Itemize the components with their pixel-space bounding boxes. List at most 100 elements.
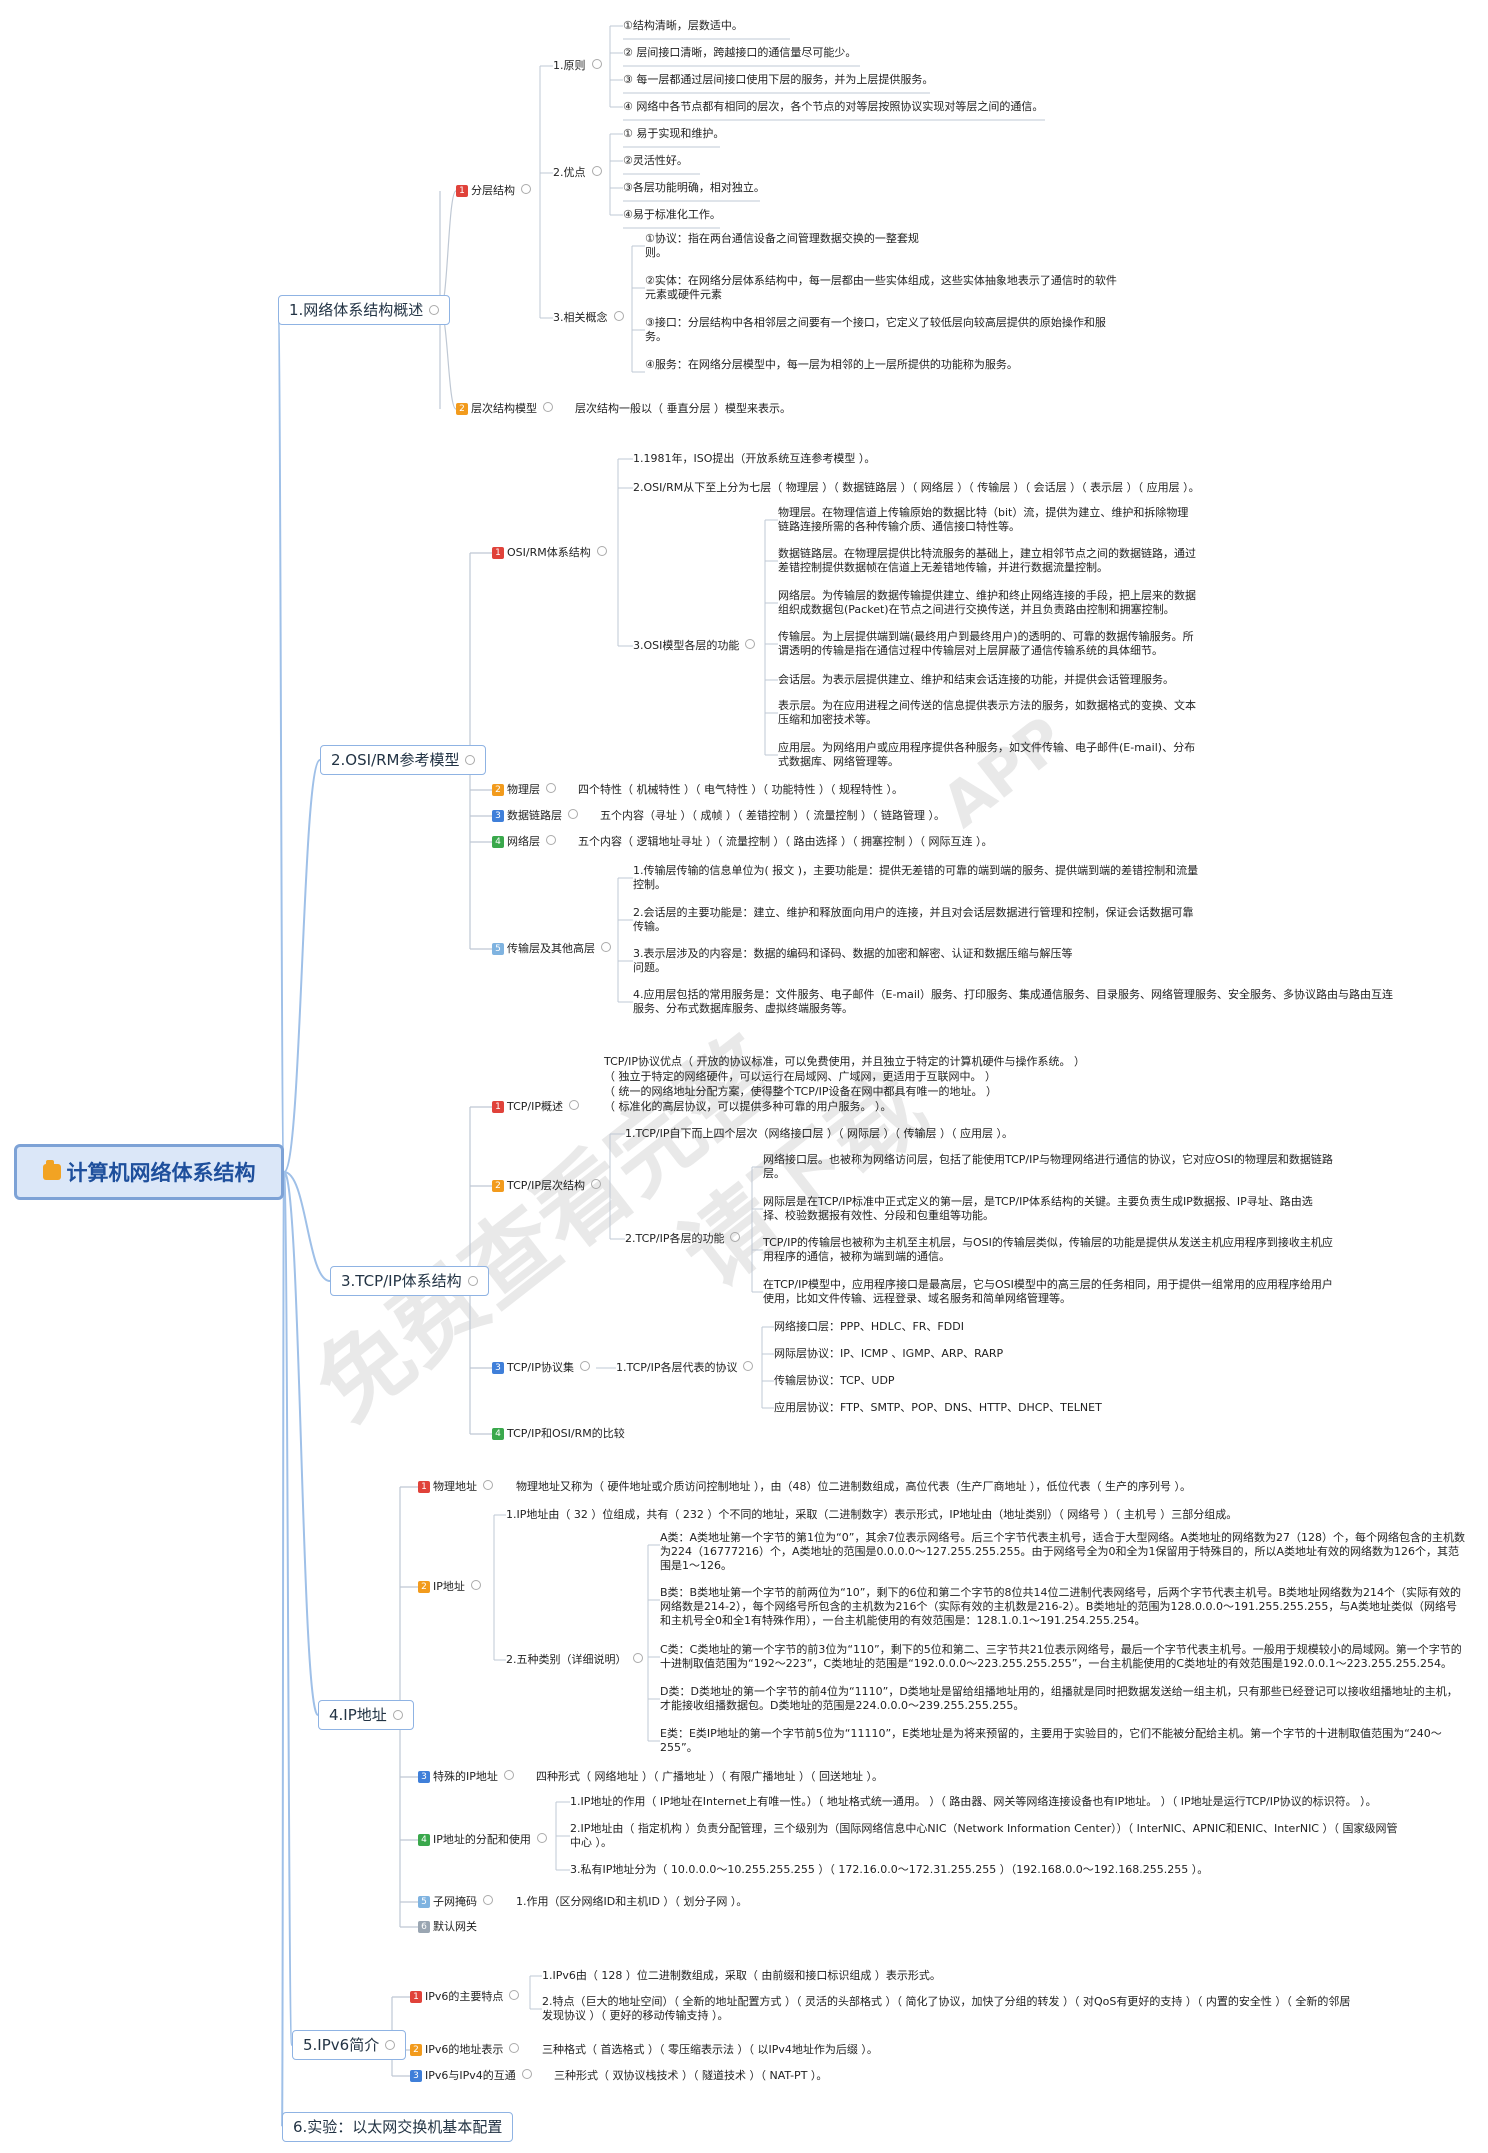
- overview-line: TCP/IP协议优点（ 开放的协议标准，可以免费使用，并且独立于特定的计算机硬件…: [604, 1055, 1085, 1068]
- overview-line: （ 标准化的高层协议，可以提供多种可靠的用户服务。 ）。: [604, 1100, 892, 1113]
- overview-line: （ 独立于特定的网络硬件，可以运行在局域网、广域网，更适用于互联网中。 ）: [604, 1070, 996, 1083]
- layers-item-1: 1.TCP/IP自下而上四个层次（网络接口层 ）（ 网际层 ）（ 传输层 ）（ …: [625, 1127, 1013, 1140]
- physical-text: 四个特性（ 机械特性 ）（ 电气特性 ）（ 功能特性 ）（ 规程特性 ）。: [578, 783, 903, 796]
- osi-function: 数据链路层。在物理层提供比特流服务的基础上，建立相邻节点之间的数据链路，通过差错…: [778, 547, 1196, 574]
- folder-icon: [42, 1160, 61, 1180]
- osi-item-1: 1.1981年，ISO提出（开放系统互连参考模型 ）。: [633, 452, 876, 465]
- connector: [283, 1171, 319, 1716]
- topic-principle[interactable]: 1.原则: [553, 59, 602, 73]
- topic-advantage[interactable]: 2.优点: [553, 166, 602, 180]
- tcpip-function: 网际层是在TCP/IP标准中正式定义的第一层，是TCP/IP体系结构的关键。主要…: [763, 1195, 1313, 1222]
- branch-tcpip[interactable]: 3.TCP/IP体系结构: [330, 1266, 489, 1296]
- tcpip-function: 在TCP/IP模型中，应用程序接口是最高层，它与OSI模型中的高三层的任务相同，…: [763, 1278, 1333, 1305]
- ip-class-e: E类：E类IP地址的第一个字节前5位为“11110”，E类地址是为将来预留的，主…: [660, 1727, 1442, 1754]
- concept-item: ④服务：在网络分层模型中，每一层为相邻的上一层所提供的功能称为服务。: [645, 358, 1018, 371]
- concept-item: ②实体：在网络分层体系结构中，每一层都由一些实体组成，这些实体抽象地表示了通信时…: [645, 274, 1117, 301]
- transport-item: 1.传输层传输的信息单位为( 报文 )，主要功能是：提供无差错的可靠的端到端的服…: [633, 864, 1199, 891]
- ip-class-a: A类：A类地址第一个字节的第1位为“0”，其余7位表示网络号。后三个字节代表主机…: [660, 1531, 1465, 1572]
- osi-function: 网络层。为传输层的数据传输提供建立、维护和终止网络连接的手段，把上层来的数据组织…: [778, 589, 1196, 616]
- overview-line: （ 统一的网络地址分配方案，使得整个TCP/IP设备在网中都具有唯一的地址。 ）: [604, 1085, 997, 1098]
- ip-class-c: C类：C类地址的第一个字节的前3位为“110”，剩下的5位和第二、三字节共21位…: [660, 1643, 1462, 1670]
- ipv6-interop-text: 三种形式（ 双协议栈技术 ）（ 隧道技术 ）（ NAT-PT ）。: [554, 2069, 828, 2082]
- protocol-item: 应用层协议：FTP、SMTP、POP、DNS、HTTP、DHCP、TELNET: [774, 1401, 1102, 1414]
- ipv6-representation-text: 三种格式（ 首选格式 ）（ 零压缩表示法 ）（ 以IPv4地址作为后缀 ）。: [542, 2043, 878, 2056]
- advantage-item: ④易于标准化工作。: [623, 208, 721, 221]
- root-topic[interactable]: 计算机网络体系结构: [14, 1144, 284, 1200]
- protocol-item: 网际层协议：IP、ICMP 、IGMP、ARP、RARP: [774, 1347, 1004, 1360]
- connector: [283, 1171, 293, 2046]
- osi-function: 传输层。为上层提供端到端(最终用户到最终用户)的透明的、可靠的数据传输服务。所谓…: [778, 630, 1194, 657]
- connector: [439, 190, 457, 311]
- tcpip-function: 网络接口层。也被称为网络访问层，包括了能使用TCP/IP与物理网络进行通信的协议…: [763, 1153, 1333, 1180]
- branch-osi[interactable]: 2.OSI/RM参考模型: [320, 745, 487, 775]
- protocol-item: 网络接口层：PPP、HDLC、FR、FDDI: [774, 1320, 964, 1333]
- datalink-text: 五个内容（寻址 ）（ 成帧 ）（ 差错控制 ）（ 流量控制 ）（ 链路管理 ）。: [600, 809, 945, 822]
- special-ip-text: 四种形式（ 网络地址 ）（ 广播地址 ）（ 有限广播地址 ）（ 回送地址 ）。: [536, 1770, 883, 1783]
- model-text: 层次结构一般以（ 垂直分层 ）模型来表示。: [575, 402, 791, 415]
- ip-item-1: 1.IP地址由（ 32 ）位组成，共有（ 232 ）个不同的地址，采取（二进制数…: [506, 1508, 1238, 1521]
- ip-class-b: B类：B类地址第一个字节的前两位为“10”，剩下的6位和第二个字节的8位共14位…: [660, 1586, 1462, 1627]
- osi-function: 物理层。在物理信道上传输原始的数据比特（bit）流，提供为建立、维护和拆除物理链…: [778, 506, 1189, 533]
- branch-ip[interactable]: 4.IP地址: [318, 1700, 414, 1730]
- ipv6-feature-2: 2.特点（巨大的地址空间）（ 全新的地址配置方式 ）（ 灵活的头部格式 ）（ 简…: [542, 1995, 1351, 2022]
- osi-function: 会话层。为表示层提供建立、维护和结束会话连接的功能，并提供会话管理服务。: [778, 673, 1174, 686]
- ipv6-feature-1: 1.IPv6由（ 128 ）位二进制数组成，采取（ 由前缀和接口标识组成 ）表示…: [542, 1969, 941, 1982]
- topic-concept[interactable]: 3.相关概念: [553, 311, 624, 325]
- advantage-item: ②灵活性好。: [623, 154, 688, 167]
- advantage-item: ③各层功能明确，相对独立。: [623, 181, 765, 194]
- concept-item: ①协议：指在两台通信设备之间管理数据交换的一整套规则。: [645, 232, 919, 259]
- principle-item: ② 层间接口清晰，跨越接口的通信量尽可能少。: [623, 46, 857, 59]
- connector: [281, 1171, 285, 2128]
- osi-function: 表示层。为在应用进程之间传送的信息提供表示方法的服务，如数据格式的变换、文本压缩…: [778, 699, 1196, 726]
- connector: [277, 309, 285, 1173]
- allocation-item: 2.IP地址由（ 指定机构 ）负责分配管理，三个级别为（国际网络信息中心NIC（…: [570, 1822, 1398, 1849]
- protocol-item: 传输层协议：TCP、UDP: [774, 1374, 895, 1387]
- allocation-item: 1.IP地址的作用（ IP地址在Internet上有唯一性。）（ 地址格式统一通…: [570, 1795, 1377, 1808]
- transport-item: 2.会话层的主要功能是：建立、维护和释放面向用户的连接，并且对会话层数据进行管理…: [633, 906, 1194, 933]
- advantage-item: ① 易于实现和维护。: [623, 127, 725, 140]
- principle-item: ①结构清晰，层数适中。: [623, 19, 743, 32]
- connector: [283, 759, 321, 1173]
- subnet-mask-text: 1.作用（区分网络ID和主机ID ）（ 划分子网 ）。: [516, 1895, 748, 1908]
- osi-item-3[interactable]: 3.OSI模型各层的功能: [633, 639, 756, 653]
- tcpip-function: TCP/IP的传输层也被称为主机至主机层，与OSI的传输层类似，传输层的功能是提…: [763, 1236, 1333, 1263]
- connector: [283, 1171, 331, 1282]
- principle-item: ④ 网络中各节点都有相同的层次，各个节点的对等层按照协议实现对等层之间的通信。: [623, 100, 1044, 113]
- network-text: 五个内容（ 逻辑地址寻址 ）（ 流量控制 ）（ 路由选择 ）（ 拥塞控制 ）（ …: [578, 835, 993, 848]
- osi-item-2: 2.OSI/RM从下至上分为七层（ 物理层 ）（ 数据链路层 ）（ 网络层 ）（…: [633, 481, 1200, 494]
- root-title: 计算机网络体系结构: [66, 1161, 256, 1185]
- concept-item: ③接口：分层结构中各相邻层之间要有一个接口，它定义了较低层向较高层提供的原始操作…: [645, 316, 1106, 343]
- transport-item: 3.表示层涉及的内容是：数据的编码和译码、数据的加密和解密、认证和数据压缩与解压…: [633, 947, 1073, 974]
- suite-child[interactable]: 1.TCP/IP各层代表的协议: [616, 1361, 754, 1375]
- ip-class-d: D类：D类地址的第一个字节的前4位为“1110”，D类地址是留给组播地址用的，组…: [660, 1685, 1458, 1712]
- ip-item-2[interactable]: 2.五种类别（详细说明）: [506, 1653, 643, 1667]
- branch-overview[interactable]: 1.网络体系结构概述: [278, 295, 451, 325]
- transport-item: 4.应用层包括的常用服务是：文件服务、电子邮件（E-mail）服务、打印服务、集…: [633, 988, 1393, 1015]
- allocation-item: 3.私有IP地址分为（ 10.0.0.0～10.255.255.255 ）（ 1…: [570, 1863, 1209, 1876]
- physical-address-text: 物理地址又称为（ 硬件地址或介质访问控制地址 ），由（48）位二进制数组成，高位…: [516, 1480, 1191, 1493]
- branch-ipv6[interactable]: 5.IPv6简介: [292, 2030, 407, 2060]
- branch-lab[interactable]: 6.实验：以太网交换机基本配置: [282, 2112, 514, 2142]
- layers-item-2[interactable]: 2.TCP/IP各层的功能: [625, 1232, 741, 1246]
